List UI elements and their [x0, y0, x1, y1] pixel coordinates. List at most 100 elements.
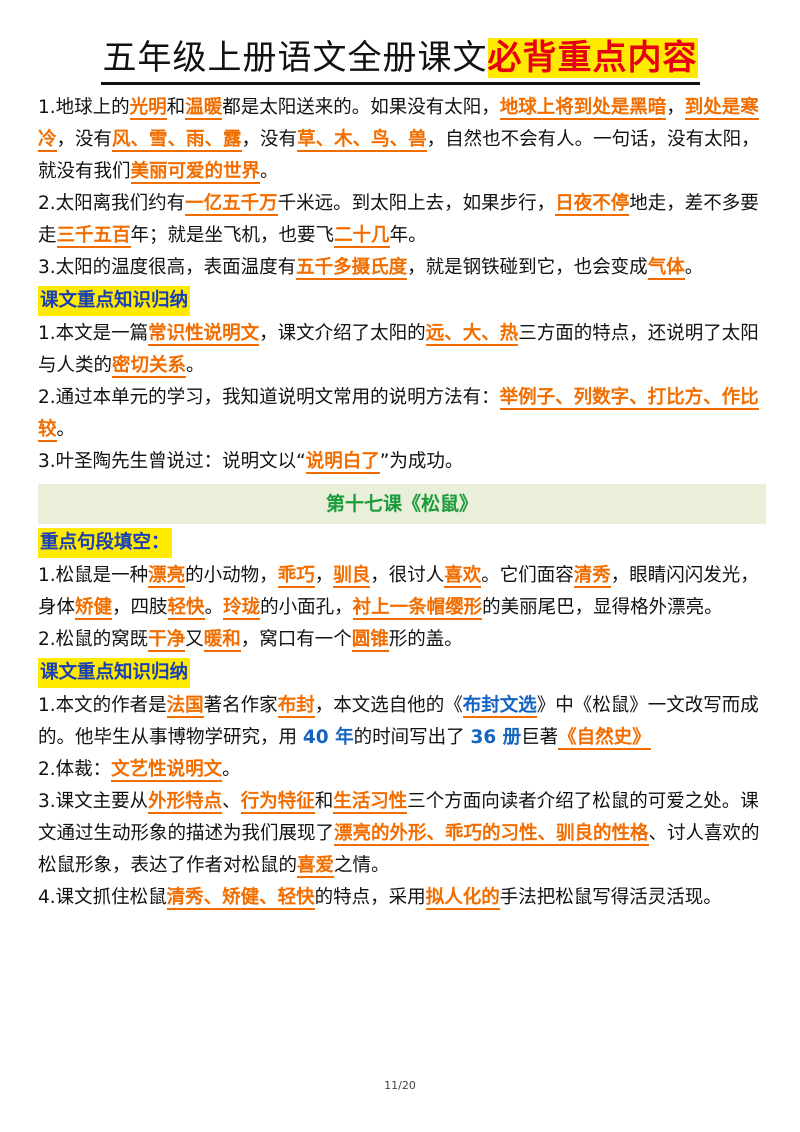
lesson17-knowledge-4: 4.课文抓住松鼠清秀、矫健、轻快的特点，采用拟人化的手法把松鼠写得活灵活现。	[38, 882, 766, 914]
text: 2.通过本单元的学习，我知道说明文常用的说明方法有：	[38, 387, 500, 408]
key-term: 生活习性	[333, 791, 408, 814]
key-term: 清秀	[573, 565, 611, 588]
text: 地走，差不多要走	[38, 193, 759, 246]
content: 1.地球上的光明和温暖都是太阳送来的。如果没有太阳，地球上将到处是黑暗，到处是寒…	[38, 92, 766, 914]
key-term: 说明白了	[305, 451, 380, 474]
section-heading-wrap: 课文重点知识归纳	[38, 286, 766, 316]
text: 2.太阳离我们约有	[38, 193, 186, 214]
lesson16-knowledge-3: 3.叶圣陶先生曾说过：说明文以“说明白了”为成功。	[38, 446, 766, 478]
book-title: 布封文选	[462, 695, 537, 718]
key-term: 清秀、矫健、轻快	[166, 887, 315, 910]
title-highlight: 必背重点内容	[487, 38, 698, 78]
text: 和	[166, 97, 186, 118]
key-term: 拟人化的	[425, 887, 500, 910]
text: 年。	[389, 225, 427, 246]
title-wrap: 五年级上册语文全册课文必背重点内容	[0, 34, 800, 85]
key-term: 喜爱	[297, 855, 335, 878]
text: 。	[260, 161, 279, 182]
text: 。	[186, 355, 205, 376]
text: 。	[56, 419, 76, 440]
lesson17-knowledge-2: 2.体裁：文艺性说明文。	[38, 754, 766, 786]
text: ，	[314, 565, 334, 586]
text: 和	[314, 791, 334, 812]
text: 1.地球上的	[38, 97, 130, 118]
section-heading-wrap: 重点句段填空：	[38, 528, 766, 558]
text: ，窝口有一个	[240, 629, 352, 650]
text: 的特点，采用	[314, 887, 426, 908]
text: 的时间写出了	[353, 727, 471, 748]
key-term: 一亿五千万	[185, 193, 278, 216]
text: 手法把松鼠写得活灵活现。	[499, 887, 722, 908]
key-term: 温暖	[185, 97, 223, 120]
text: 》中《松鼠》一文改写而成的。他毕生从事博物学研究，用	[38, 695, 759, 748]
key-term: 文艺性说明文	[111, 759, 223, 782]
key-term: 行为特征	[240, 791, 315, 814]
text: 3.太阳的温度很高，表面温度有	[38, 257, 297, 278]
text: 。	[204, 597, 224, 618]
text: ”为成功。	[379, 451, 464, 472]
text: 2.松鼠的窝既	[38, 629, 149, 650]
key-term: 外形特点	[148, 791, 223, 814]
key-term: 草、木、鸟、兽	[297, 129, 427, 152]
key-term: 矫健	[75, 597, 113, 620]
key-term: 光明	[129, 97, 167, 120]
text: ，	[666, 97, 685, 118]
text: 之情。	[334, 855, 390, 876]
text: 著名作家	[203, 695, 278, 716]
text: 三方面的特点，还说明了太阳与人类的	[38, 323, 759, 376]
lesson17-item-1: 1.松鼠是一种漂亮的小动物，乖巧，驯良，很讨人喜欢。它们面容清秀，眼睛闪闪发光，…	[38, 560, 766, 624]
text: 年；就是坐飞机，也要飞	[130, 225, 335, 246]
key-term: 密切关系	[112, 355, 187, 378]
key-term: 圆锥	[351, 629, 389, 652]
lesson17-knowledge-3: 3.课文主要从外形特点、行为特征和生活习性三个方面向读者介绍了松鼠的可爱之处。课…	[38, 786, 766, 882]
text: 又	[185, 629, 204, 650]
key-term: 乖巧	[277, 565, 315, 588]
text: 4.课文抓住松鼠	[38, 887, 167, 908]
key-term: 漂亮	[148, 565, 186, 588]
text: 都是太阳送来的。如果没有太阳，	[222, 97, 500, 118]
section-heading: 重点句段填空：	[38, 528, 172, 558]
lesson16-item-3: 3.太阳的温度很高，表面温度有五千多摄氏度，就是钢铁碰到它，也会变成气体。	[38, 252, 766, 284]
text: 的美丽尾巴，显得格外漂亮。	[482, 597, 723, 618]
text: ，本文选自他的《	[314, 695, 463, 716]
key-term: 布封	[277, 695, 315, 718]
key-term: 地球上将到处是黑暗	[499, 97, 667, 120]
key-term: 干净	[148, 629, 186, 652]
text: ，很讨人	[370, 565, 445, 586]
text: 、讨人喜欢的松鼠形象，表达了作者对松鼠的	[38, 823, 760, 876]
text: 1.松鼠是一种	[38, 565, 149, 586]
key-term: 二十几	[334, 225, 390, 248]
text: 1.本文是一篇	[38, 323, 149, 344]
text: 3.叶圣陶先生曾说过：说明文以“	[38, 451, 306, 472]
key-term: 美丽可爱的世界	[130, 161, 261, 184]
key-term: 日夜不停	[555, 193, 630, 216]
text: 千米远。到太阳上去，如果步行，	[277, 193, 556, 214]
text: ，没有	[241, 129, 298, 150]
key-term: 举例子、列数字、打比方、作比较	[38, 387, 759, 442]
section-heading: 课文重点知识归纳	[38, 658, 191, 688]
key-term: 远、大、热	[425, 323, 519, 346]
text: 1.本文的作者是	[38, 695, 167, 716]
text: 形的盖。	[388, 629, 463, 650]
text: 巨著	[521, 727, 559, 748]
lesson17-knowledge-1: 1.本文的作者是法国著名作家布封，本文选自他的《布封文选》中《松鼠》一文改写而成…	[38, 690, 766, 754]
text: ，没有	[56, 129, 113, 150]
lesson17-item-2: 2.松鼠的窝既干净又暖和，窝口有一个圆锥形的盖。	[38, 624, 766, 656]
text: 、	[222, 791, 241, 812]
section-heading-wrap: 课文重点知识归纳	[38, 658, 766, 688]
key-term: 驯良	[333, 565, 371, 588]
lesson16-knowledge-1: 1.本文是一篇常识性说明文，课文介绍了太阳的远、大、热三方面的特点，还说明了太阳…	[38, 318, 766, 382]
key-term: 《自然史》	[558, 727, 651, 750]
text: ，眼睛闪闪发光，身体	[38, 565, 759, 618]
text: ，自然也不会有人。一句话，没有太阳，就没有我们	[38, 129, 760, 182]
text: 的小面孔，	[260, 597, 353, 618]
page-number: 11/20	[384, 1079, 416, 1092]
key-term: 风、雪、雨、露	[112, 129, 242, 152]
text: 三个方面向读者介绍了松鼠的可爱之处。课文通过生动形象的描述为我们展现了	[38, 791, 759, 844]
key-term: 衬上一条帽缨形	[352, 597, 483, 620]
key-term: 到处是寒冷	[38, 97, 759, 152]
lesson16-item-2: 2.太阳离我们约有一亿五千万千米远。到太阳上去，如果步行，日夜不停地走，差不多要…	[38, 188, 766, 252]
text: 2.体裁：	[38, 759, 112, 780]
text: ，课文介绍了太阳的	[259, 323, 426, 344]
